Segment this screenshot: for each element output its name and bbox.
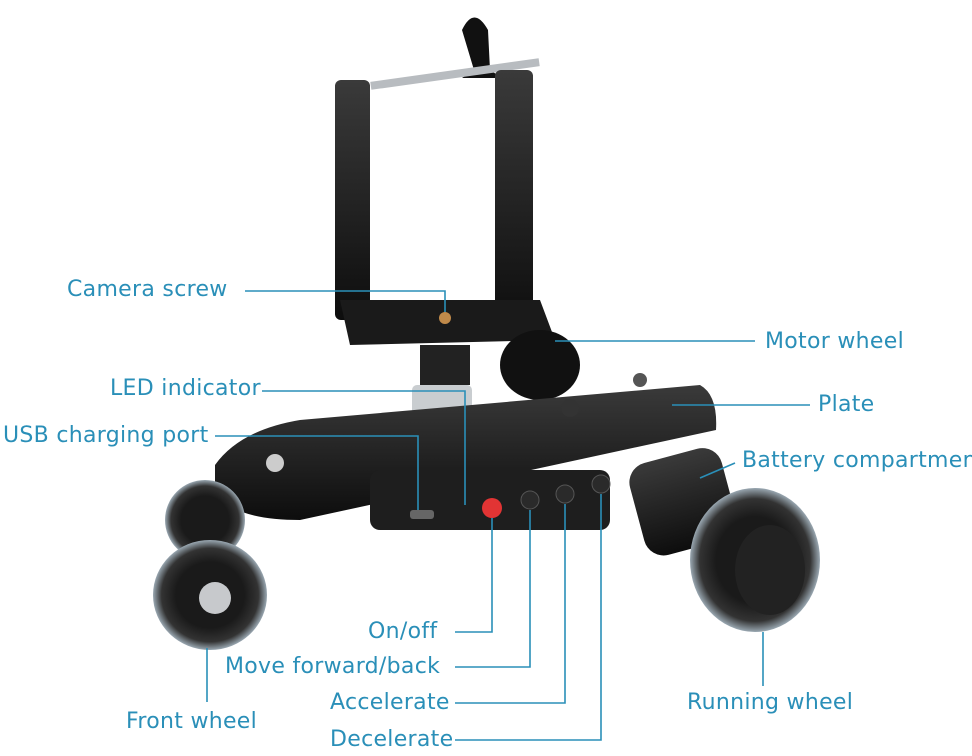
motor-wheel — [500, 330, 580, 400]
label-decelerate: Decelerate — [330, 727, 454, 752]
label-move-forward-back: Move forward/back — [225, 654, 441, 679]
label-front-wheel: Front wheel — [126, 709, 258, 734]
label-usb-charging-port: USB charging port — [3, 423, 209, 448]
label-battery-compartment: Battery compartment — [742, 448, 972, 473]
label-plate: Plate — [818, 392, 875, 417]
label-accelerate: Accelerate — [330, 690, 450, 715]
label-motor-wheel: Motor wheel — [765, 329, 904, 354]
label-camera-screw: Camera screw — [67, 277, 228, 302]
label-led-indicator: LED indicator — [110, 376, 261, 401]
rear-front-wheel — [165, 480, 245, 560]
label-running-wheel: Running wheel — [687, 690, 854, 715]
leader-lines — [206, 290, 810, 741]
label-on-off: On/off — [368, 619, 438, 644]
